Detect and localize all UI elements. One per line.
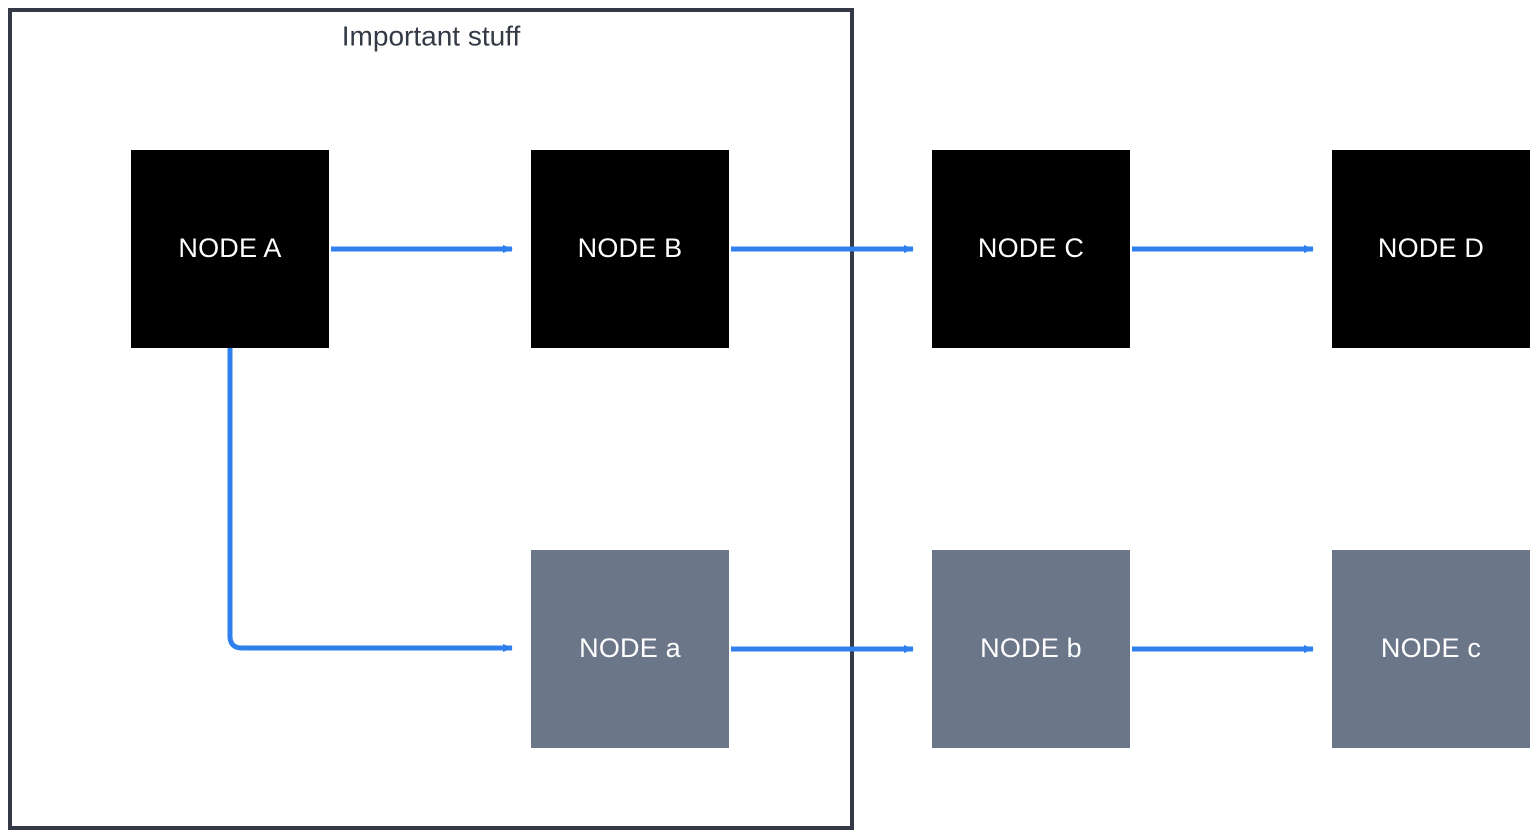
node-D-shape[interactable] (1332, 150, 1530, 348)
node-A[interactable]: NODE A (131, 150, 329, 348)
node-c-label: NODE c (1381, 633, 1481, 663)
node-c-shape[interactable] (1332, 550, 1530, 748)
node-group: NODE A NODE B NODE C NODE D NODE a NODE b NODE… (131, 150, 1530, 748)
edge-group (227, 245, 1314, 653)
node-A-label: NODE A (178, 233, 281, 263)
node-b-label: NODE b (980, 633, 1082, 663)
node-C[interactable]: NODE C (932, 150, 1130, 348)
node-B[interactable]: NODE B (531, 150, 729, 348)
node-b[interactable]: NODE b (932, 550, 1130, 748)
cluster-group: Important stuff (8, 8, 854, 830)
node-a[interactable]: NODE a (531, 550, 729, 748)
node-A-shape[interactable] (131, 150, 329, 348)
cluster-title: Important stuff (342, 20, 521, 51)
node-D[interactable]: NODE D (1332, 150, 1530, 348)
node-c[interactable]: NODE c (1332, 550, 1530, 748)
node-b-shape[interactable] (932, 550, 1130, 748)
node-a-shape[interactable] (531, 550, 729, 748)
node-C-label: NODE C (978, 233, 1084, 263)
node-C-shape[interactable] (932, 150, 1130, 348)
edge-A-to-a (227, 348, 513, 652)
node-a-label: NODE a (579, 633, 682, 663)
node-B-label: NODE B (578, 233, 683, 263)
node-B-shape[interactable] (531, 150, 729, 348)
node-D-label: NODE D (1378, 233, 1484, 263)
